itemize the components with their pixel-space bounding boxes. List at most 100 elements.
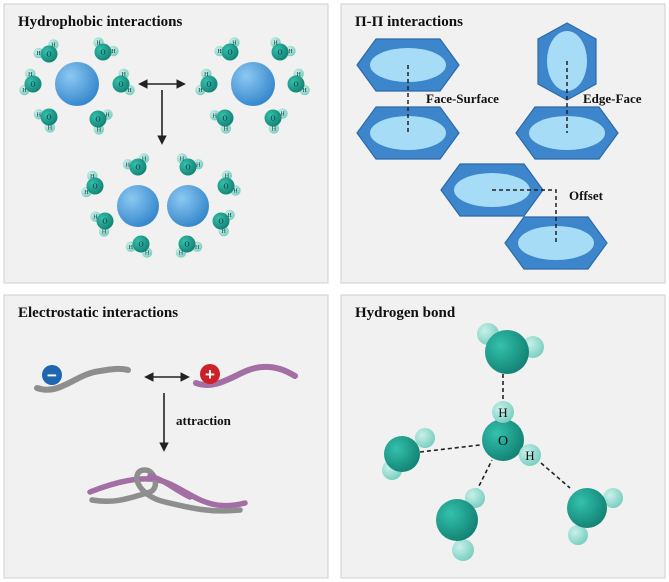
solute-sphere xyxy=(117,185,159,227)
atom-label: H xyxy=(302,88,307,94)
atom-label: O xyxy=(95,115,100,123)
atom-label: H xyxy=(90,174,95,180)
purple-strand xyxy=(193,363,298,388)
hbond-dashed-line xyxy=(540,462,571,489)
water-molecule: HHO xyxy=(217,170,241,196)
atom-label: H xyxy=(105,113,110,119)
atom-label: H xyxy=(198,88,203,94)
atom-label: O xyxy=(118,80,123,88)
benzene-ring xyxy=(440,163,544,217)
atom-label: O xyxy=(218,217,223,225)
atom-label: H xyxy=(28,72,33,78)
atom-label: H xyxy=(272,127,277,133)
atom-label: H xyxy=(225,174,230,180)
water-molecule xyxy=(436,488,485,561)
purple-strand-overlap xyxy=(147,473,193,500)
water-molecule: H HO xyxy=(195,68,218,96)
atom-label: H xyxy=(233,189,238,195)
hydrogen-bond-diagram: H O H xyxy=(382,323,623,561)
atom-label: H xyxy=(111,49,116,55)
water-molecule: H HO xyxy=(112,68,135,96)
atom-label: H xyxy=(227,213,232,219)
water-molecule: H HO xyxy=(214,37,240,61)
atom-label: O xyxy=(135,163,140,171)
atom-label: O xyxy=(222,114,227,122)
water-molecule: HHO xyxy=(264,108,288,134)
atom-label: O xyxy=(30,80,35,88)
water-molecule xyxy=(567,488,623,545)
atom-label: H xyxy=(232,41,237,47)
atom-label: H xyxy=(129,245,134,251)
atom-label: H xyxy=(280,112,285,118)
atom-label: H xyxy=(36,51,41,57)
atom-label-h-right: H xyxy=(525,448,534,463)
atom-label: H xyxy=(37,112,42,118)
electrostatic-diagram: − + attraction xyxy=(34,363,298,514)
atom-label: O xyxy=(138,240,143,248)
solute-sphere xyxy=(231,62,275,106)
hbond-dashed-line xyxy=(419,444,481,453)
atom-label: O xyxy=(277,48,282,56)
atom-label: H xyxy=(93,215,98,221)
face-surface-label: Face-Surface xyxy=(426,91,499,106)
atom-label: H xyxy=(51,43,56,49)
hbond-dashed-line xyxy=(475,459,493,493)
benzene-ring xyxy=(356,106,460,160)
atom-label: O xyxy=(293,80,298,88)
atom-label: H xyxy=(122,72,127,78)
water-molecule: H HO xyxy=(81,170,104,198)
atom-label: H xyxy=(142,156,147,162)
atom-label-h-top: H xyxy=(498,405,507,420)
water-molecule: HHO xyxy=(287,68,310,96)
atom-label: H xyxy=(222,229,227,235)
solute-sphere xyxy=(167,185,209,227)
grey-strand-bound xyxy=(89,467,243,514)
atom-label: O xyxy=(100,48,105,56)
atom-label: O xyxy=(227,48,232,56)
pi-pi-diagram: Face-Surface Edge-Face Offset xyxy=(356,22,642,270)
atom-label: H xyxy=(102,230,107,236)
atom-label: O xyxy=(46,50,51,58)
atom-label: H xyxy=(48,126,53,132)
grey-strand xyxy=(34,365,131,393)
atom-label: H xyxy=(217,49,222,55)
water-molecule: H HO xyxy=(176,153,204,176)
negative-charge-icon xyxy=(42,365,62,385)
central-water-molecule: H O H xyxy=(482,401,541,466)
water-molecule: H HO xyxy=(270,37,296,61)
atom-label: H xyxy=(273,41,278,47)
water-molecule: HHO xyxy=(93,37,119,61)
electrostatic-title: Electrostatic interactions xyxy=(18,305,178,321)
atom-label-o: O xyxy=(498,434,508,449)
water-molecule: HHO xyxy=(19,68,42,96)
atom-label: H xyxy=(213,113,218,119)
atom-label: H xyxy=(145,251,150,257)
benzene-ring xyxy=(504,216,608,270)
water-molecule: HHO xyxy=(175,235,203,258)
atom-label: H xyxy=(84,190,89,196)
atom-label: O xyxy=(185,163,190,171)
atom-label: H xyxy=(288,49,293,55)
atom-label: H xyxy=(180,156,185,162)
offset-dashed-line xyxy=(492,189,557,243)
edge-face-label: Edge-Face xyxy=(583,91,642,106)
hydrogen-bond-title: Hydrogen bond xyxy=(355,305,456,321)
atom-label: H xyxy=(179,251,184,257)
atom-label: O xyxy=(46,113,51,121)
atom-label: O xyxy=(92,182,97,190)
atom-label: H xyxy=(196,162,201,168)
water-molecule xyxy=(382,428,435,480)
atom-label: H xyxy=(126,162,131,168)
panel-electrostatic xyxy=(3,294,329,579)
atom-label: H xyxy=(127,88,132,94)
atom-label: O xyxy=(206,80,211,88)
atom-label: H xyxy=(204,72,209,78)
